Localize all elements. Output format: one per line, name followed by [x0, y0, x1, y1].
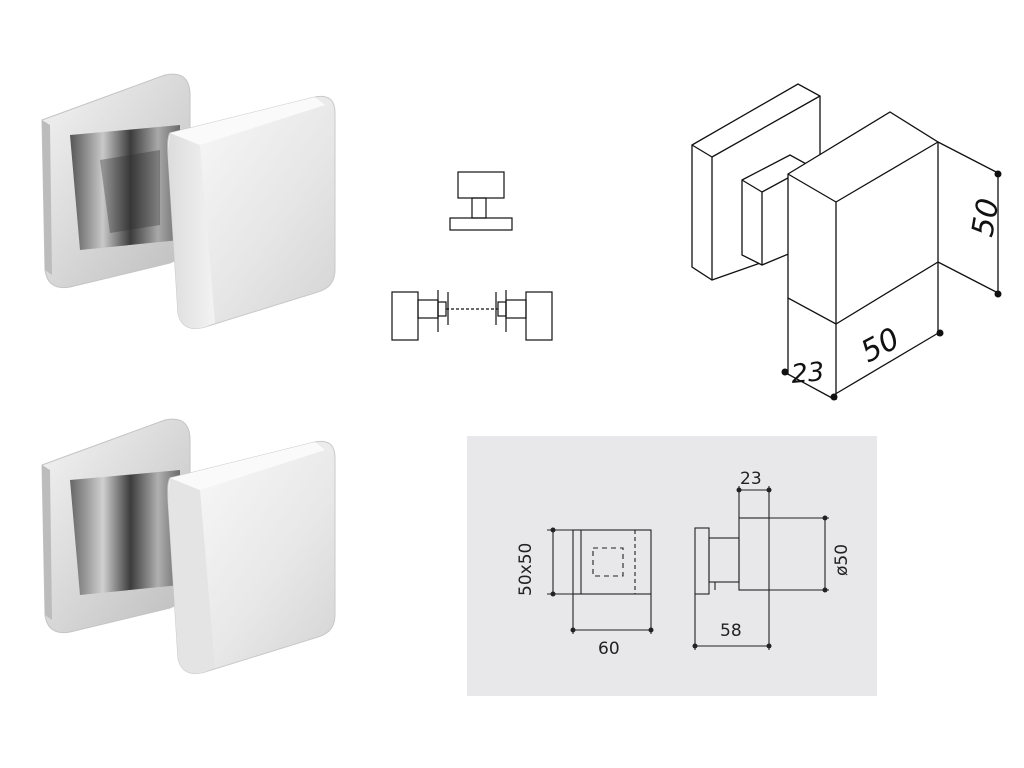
- iso-height-label: 50: [965, 196, 1006, 240]
- product-photo-bottom: [30, 410, 370, 680]
- mounting-schematic: [380, 160, 580, 350]
- side-diameter-label: ø50: [832, 544, 852, 576]
- knob-pair-schematic: [391, 290, 553, 341]
- iso-dimension-lines: [783, 141, 1001, 400]
- knob-block: [167, 95, 336, 329]
- iso-width-label: 50: [855, 321, 905, 370]
- iso-dimension-dots: [781, 170, 1002, 401]
- side-view: [693, 486, 829, 650]
- front-size-label: 50x50: [516, 543, 536, 596]
- side-view-dots: [692, 487, 828, 649]
- knob-neck: [70, 470, 180, 595]
- side-depth-label: 23: [740, 469, 762, 489]
- iso-depth-label: 23: [790, 357, 826, 390]
- side-total-label: 58: [720, 621, 742, 641]
- front-view-dots: [550, 527, 654, 633]
- knob-neck: [70, 125, 180, 250]
- front-view: [547, 529, 653, 634]
- isometric-drawing: 50 50 23: [680, 70, 1020, 410]
- single-knob-schematic: [449, 171, 513, 231]
- front-width-label: 60: [598, 639, 620, 659]
- technical-drawing-panel: 50x50 60 23: [467, 436, 877, 696]
- product-photo-top: [30, 65, 370, 335]
- knob-block: [167, 440, 336, 674]
